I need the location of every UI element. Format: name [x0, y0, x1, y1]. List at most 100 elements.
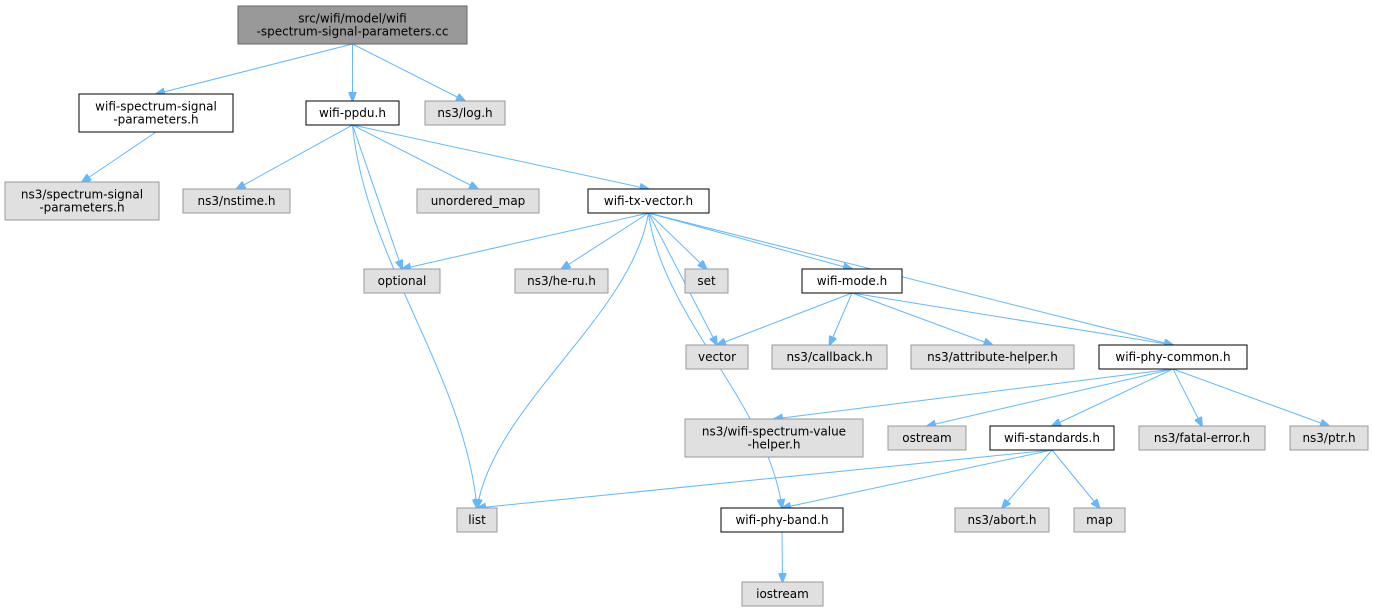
- edge-wifi_tx_vector-to-optional: [402, 212, 649, 269]
- edge-wifi_phy_common-to-ns3_ptr: [1172, 368, 1329, 426]
- nodes-layer: src/wifi/model/wifi-spectrum-signal-para…: [4, 5, 1369, 607]
- node-ns3_nstime: ns3/nstime.h: [182, 188, 291, 214]
- node-box: [954, 507, 1050, 533]
- edge-wifi_standards-to-list: [477, 449, 1053, 508]
- node-label: ns3/spectrum-signal: [21, 188, 143, 202]
- node-box: [182, 188, 291, 214]
- edge-wifi_tx_vector-to-ns3_heru: [562, 212, 649, 269]
- node-label: wifi-spectrum-signal: [95, 100, 217, 114]
- node-wifi_phy_band[interactable]: wifi-phy-band.h: [720, 507, 844, 533]
- node-wifi_mode[interactable]: wifi-mode.h: [801, 268, 903, 294]
- node-box: [416, 188, 540, 214]
- node-list: list: [456, 507, 498, 533]
- edge-wifi_standards-to-map: [1051, 449, 1100, 508]
- node-box: [587, 188, 710, 214]
- node-box: [305, 100, 400, 126]
- node-label: iostream: [756, 587, 809, 601]
- edge-wifi_mode-to-ns3_callback: [830, 292, 853, 345]
- node-wifi_standards[interactable]: wifi-standards.h: [989, 425, 1115, 451]
- node-optional: optional: [363, 268, 441, 294]
- node-box: [910, 344, 1075, 370]
- node-ns3_abort: ns3/abort.h: [954, 507, 1050, 533]
- edges-layer: [82, 43, 1329, 582]
- node-label: src/wifi/model/wifi: [298, 12, 406, 26]
- node-set: set: [684, 268, 729, 294]
- node-box: [1138, 425, 1266, 451]
- edge-wifi_phy_common-to-ns3_fatal: [1172, 368, 1202, 426]
- node-unordered_map: unordered_map: [416, 188, 540, 214]
- edge-wifi_standards-to-ns3_abort: [1002, 449, 1053, 508]
- edge-wifi_tx_vector-to-set: [648, 212, 707, 269]
- node-label: ns3/abort.h: [968, 513, 1037, 527]
- node-root[interactable]: src/wifi/model/wifi-spectrum-signal-para…: [237, 5, 468, 45]
- node-box: [801, 268, 903, 294]
- node-box: [989, 425, 1115, 451]
- node-label: wifi-phy-band.h: [735, 513, 828, 527]
- node-ns3_fatal: ns3/fatal-error.h: [1138, 425, 1266, 451]
- node-wifi_tx_vector[interactable]: wifi-tx-vector.h: [587, 188, 710, 214]
- edge-wifi_phy_common-to-ostream: [927, 368, 1174, 426]
- edge-wifi_standards-to-wifi_phy_band: [782, 449, 1053, 508]
- node-box: [1098, 344, 1248, 370]
- node-label: ns3/he-ru.h: [527, 274, 596, 288]
- node-label: -spectrum-signal-parameters.cc: [257, 25, 449, 39]
- node-box: [771, 344, 888, 370]
- node-label: ns3/ptr.h: [1302, 431, 1355, 445]
- node-ostream: ostream: [887, 425, 967, 451]
- node-box: [741, 581, 824, 607]
- node-box: [424, 100, 506, 126]
- node-label: map: [1086, 513, 1113, 527]
- node-label: -parameters.h: [113, 113, 198, 127]
- node-box: [237, 5, 468, 45]
- node-label: -helper.h: [748, 438, 801, 452]
- edge-wifi_ppdu-to-optional: [352, 124, 403, 269]
- node-label: ns3/log.h: [437, 106, 492, 120]
- edge-wifi_ppdu-to-unordered_map: [352, 124, 479, 189]
- edge-wifi_ppdu-to-ns3_nstime: [237, 124, 353, 189]
- node-label: -parameters.h: [39, 201, 124, 215]
- node-box: [1289, 425, 1369, 451]
- node-ns3_heru: ns3/he-ru.h: [514, 268, 609, 294]
- node-iostream: iostream: [741, 581, 824, 607]
- node-label: ns3/wifi-spectrum-value: [702, 425, 846, 439]
- edge-wifi_phy_common-to-ns3_wsvh: [774, 368, 1174, 419]
- node-label: ns3/fatal-error.h: [1154, 431, 1250, 445]
- node-label: optional: [378, 274, 427, 288]
- node-wifi_ppdu[interactable]: wifi-ppdu.h: [305, 100, 400, 126]
- node-box: [720, 507, 844, 533]
- edge-root-to-ns3_log: [352, 43, 466, 101]
- node-label: ostream: [902, 431, 951, 445]
- node-label: wifi-mode.h: [817, 274, 888, 288]
- node-box: [456, 507, 498, 533]
- edge-wifi_mode-to-wifi_phy_common: [851, 292, 1173, 345]
- node-box: [4, 181, 160, 221]
- edge-wssp_h-to-ns3_ssp: [82, 131, 157, 182]
- node-ns3_callback: ns3/callback.h: [771, 344, 888, 370]
- edge-root-to-wssp_h: [156, 43, 353, 94]
- edge-wifi_tx_vector-to-vector: [648, 212, 718, 345]
- node-wifi_phy_common[interactable]: wifi-phy-common.h: [1098, 344, 1248, 370]
- node-vector: vector: [685, 344, 749, 370]
- node-box: [363, 268, 441, 294]
- node-box: [684, 268, 729, 294]
- node-wssp_h[interactable]: wifi-spectrum-signal-parameters.h: [78, 93, 234, 133]
- edge-wifi_tx_vector-to-wifi_phy_common: [648, 212, 1174, 345]
- node-ns3_ssp: ns3/spectrum-signal-parameters.h: [4, 181, 160, 221]
- node-label: ns3/callback.h: [786, 350, 872, 364]
- node-label: wifi-standards.h: [1004, 431, 1100, 445]
- node-map: map: [1073, 507, 1126, 533]
- node-label: ns3/attribute-helper.h: [927, 350, 1058, 364]
- node-box: [685, 344, 749, 370]
- edge-wifi_mode-to-ns3_attr: [851, 292, 993, 345]
- edge-wifi_ppdu-to-wifi_tx_vector: [352, 124, 649, 189]
- edge-wifi_tx_vector-to-list: [477, 212, 649, 508]
- edge-wifi_tx_vector-to-wifi_mode: [648, 212, 853, 269]
- node-label: ns3/nstime.h: [198, 194, 276, 208]
- node-ns3_attr: ns3/attribute-helper.h: [910, 344, 1075, 370]
- node-ns3_ptr: ns3/ptr.h: [1289, 425, 1369, 451]
- node-label: set: [697, 274, 716, 288]
- node-ns3_log: ns3/log.h: [424, 100, 506, 126]
- node-label: unordered_map: [431, 194, 526, 208]
- node-label: vector: [698, 350, 736, 364]
